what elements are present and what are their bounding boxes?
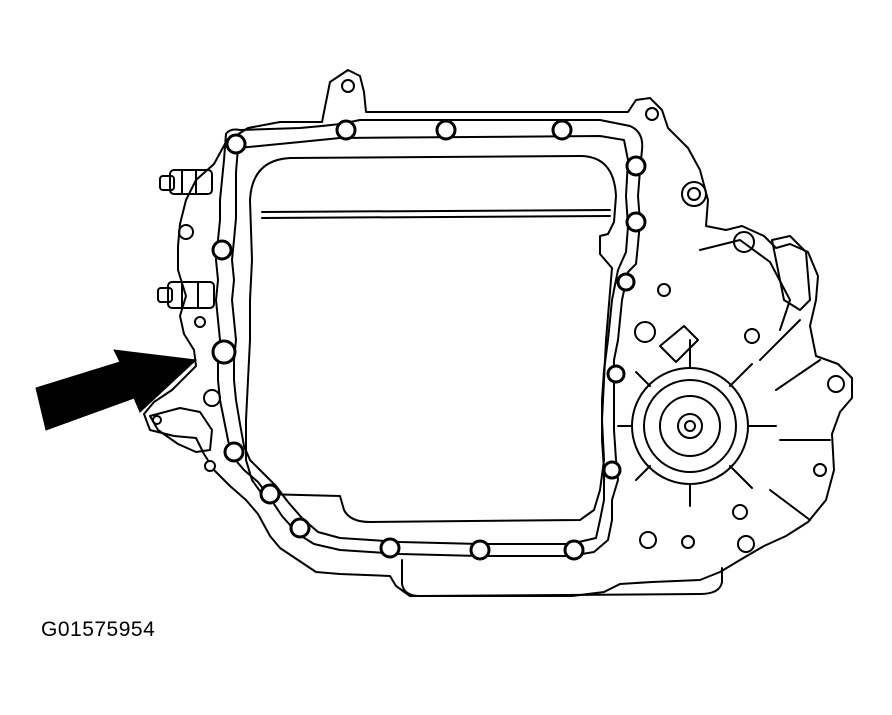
shift-boss: [733, 231, 755, 253]
top-tab-hole: [341, 79, 355, 93]
bolt: [625, 211, 647, 233]
bolt: [223, 441, 245, 463]
bolt: [469, 539, 491, 561]
bolt: [204, 460, 216, 472]
sensor-boss: [634, 321, 656, 343]
bolt: [563, 539, 585, 561]
oil-pan-body: [245, 155, 617, 523]
case-boss: [681, 181, 707, 207]
left-bracket: [149, 407, 213, 453]
bolt: [732, 504, 748, 520]
bolt: [606, 364, 626, 384]
bolt: [602, 460, 622, 480]
speed-sensor: [659, 325, 699, 363]
top-tab-hole-2: [645, 107, 659, 121]
bolt: [551, 119, 573, 141]
bolt: [259, 483, 281, 505]
shift-lever: [771, 235, 811, 311]
bolt: [639, 531, 657, 549]
bracket-hole: [152, 415, 162, 425]
bolt: [211, 239, 233, 261]
cooler-fitting-lower: [157, 281, 215, 309]
bolt: [211, 339, 237, 365]
bolt: [744, 328, 760, 344]
bolt: [379, 537, 401, 559]
bolt: [225, 133, 247, 155]
bolt: [625, 155, 647, 177]
cooler-fitting-upper: [159, 169, 213, 195]
bolt: [737, 535, 755, 553]
oil-pan-gasket-inner: [231, 135, 629, 545]
bolt: [435, 119, 457, 141]
lower-lip: [401, 559, 723, 597]
oil-pan-gasket-outer: [215, 119, 644, 557]
pan-bolts: [211, 119, 647, 561]
port-boss: [178, 224, 194, 240]
arrow-icon: [35, 349, 198, 431]
bolt: [813, 463, 827, 477]
case-rib-2: [699, 239, 791, 331]
case-rib-1: [759, 319, 831, 521]
bolt: [827, 375, 845, 393]
bracket-boss: [203, 389, 221, 407]
drive-flange: [617, 339, 777, 507]
bolt: [289, 517, 311, 539]
figure-code: G01575954: [41, 618, 156, 641]
oil-pan-ridge: [261, 209, 611, 213]
case-bolts: [204, 283, 845, 553]
oil-pan-ridge-2: [261, 215, 611, 219]
bolt: [657, 283, 671, 297]
case-boss-inner: [687, 187, 701, 201]
bolt: [616, 272, 636, 292]
port-boss-2: [194, 316, 206, 328]
bolt: [335, 119, 357, 141]
bolt: [681, 535, 695, 549]
